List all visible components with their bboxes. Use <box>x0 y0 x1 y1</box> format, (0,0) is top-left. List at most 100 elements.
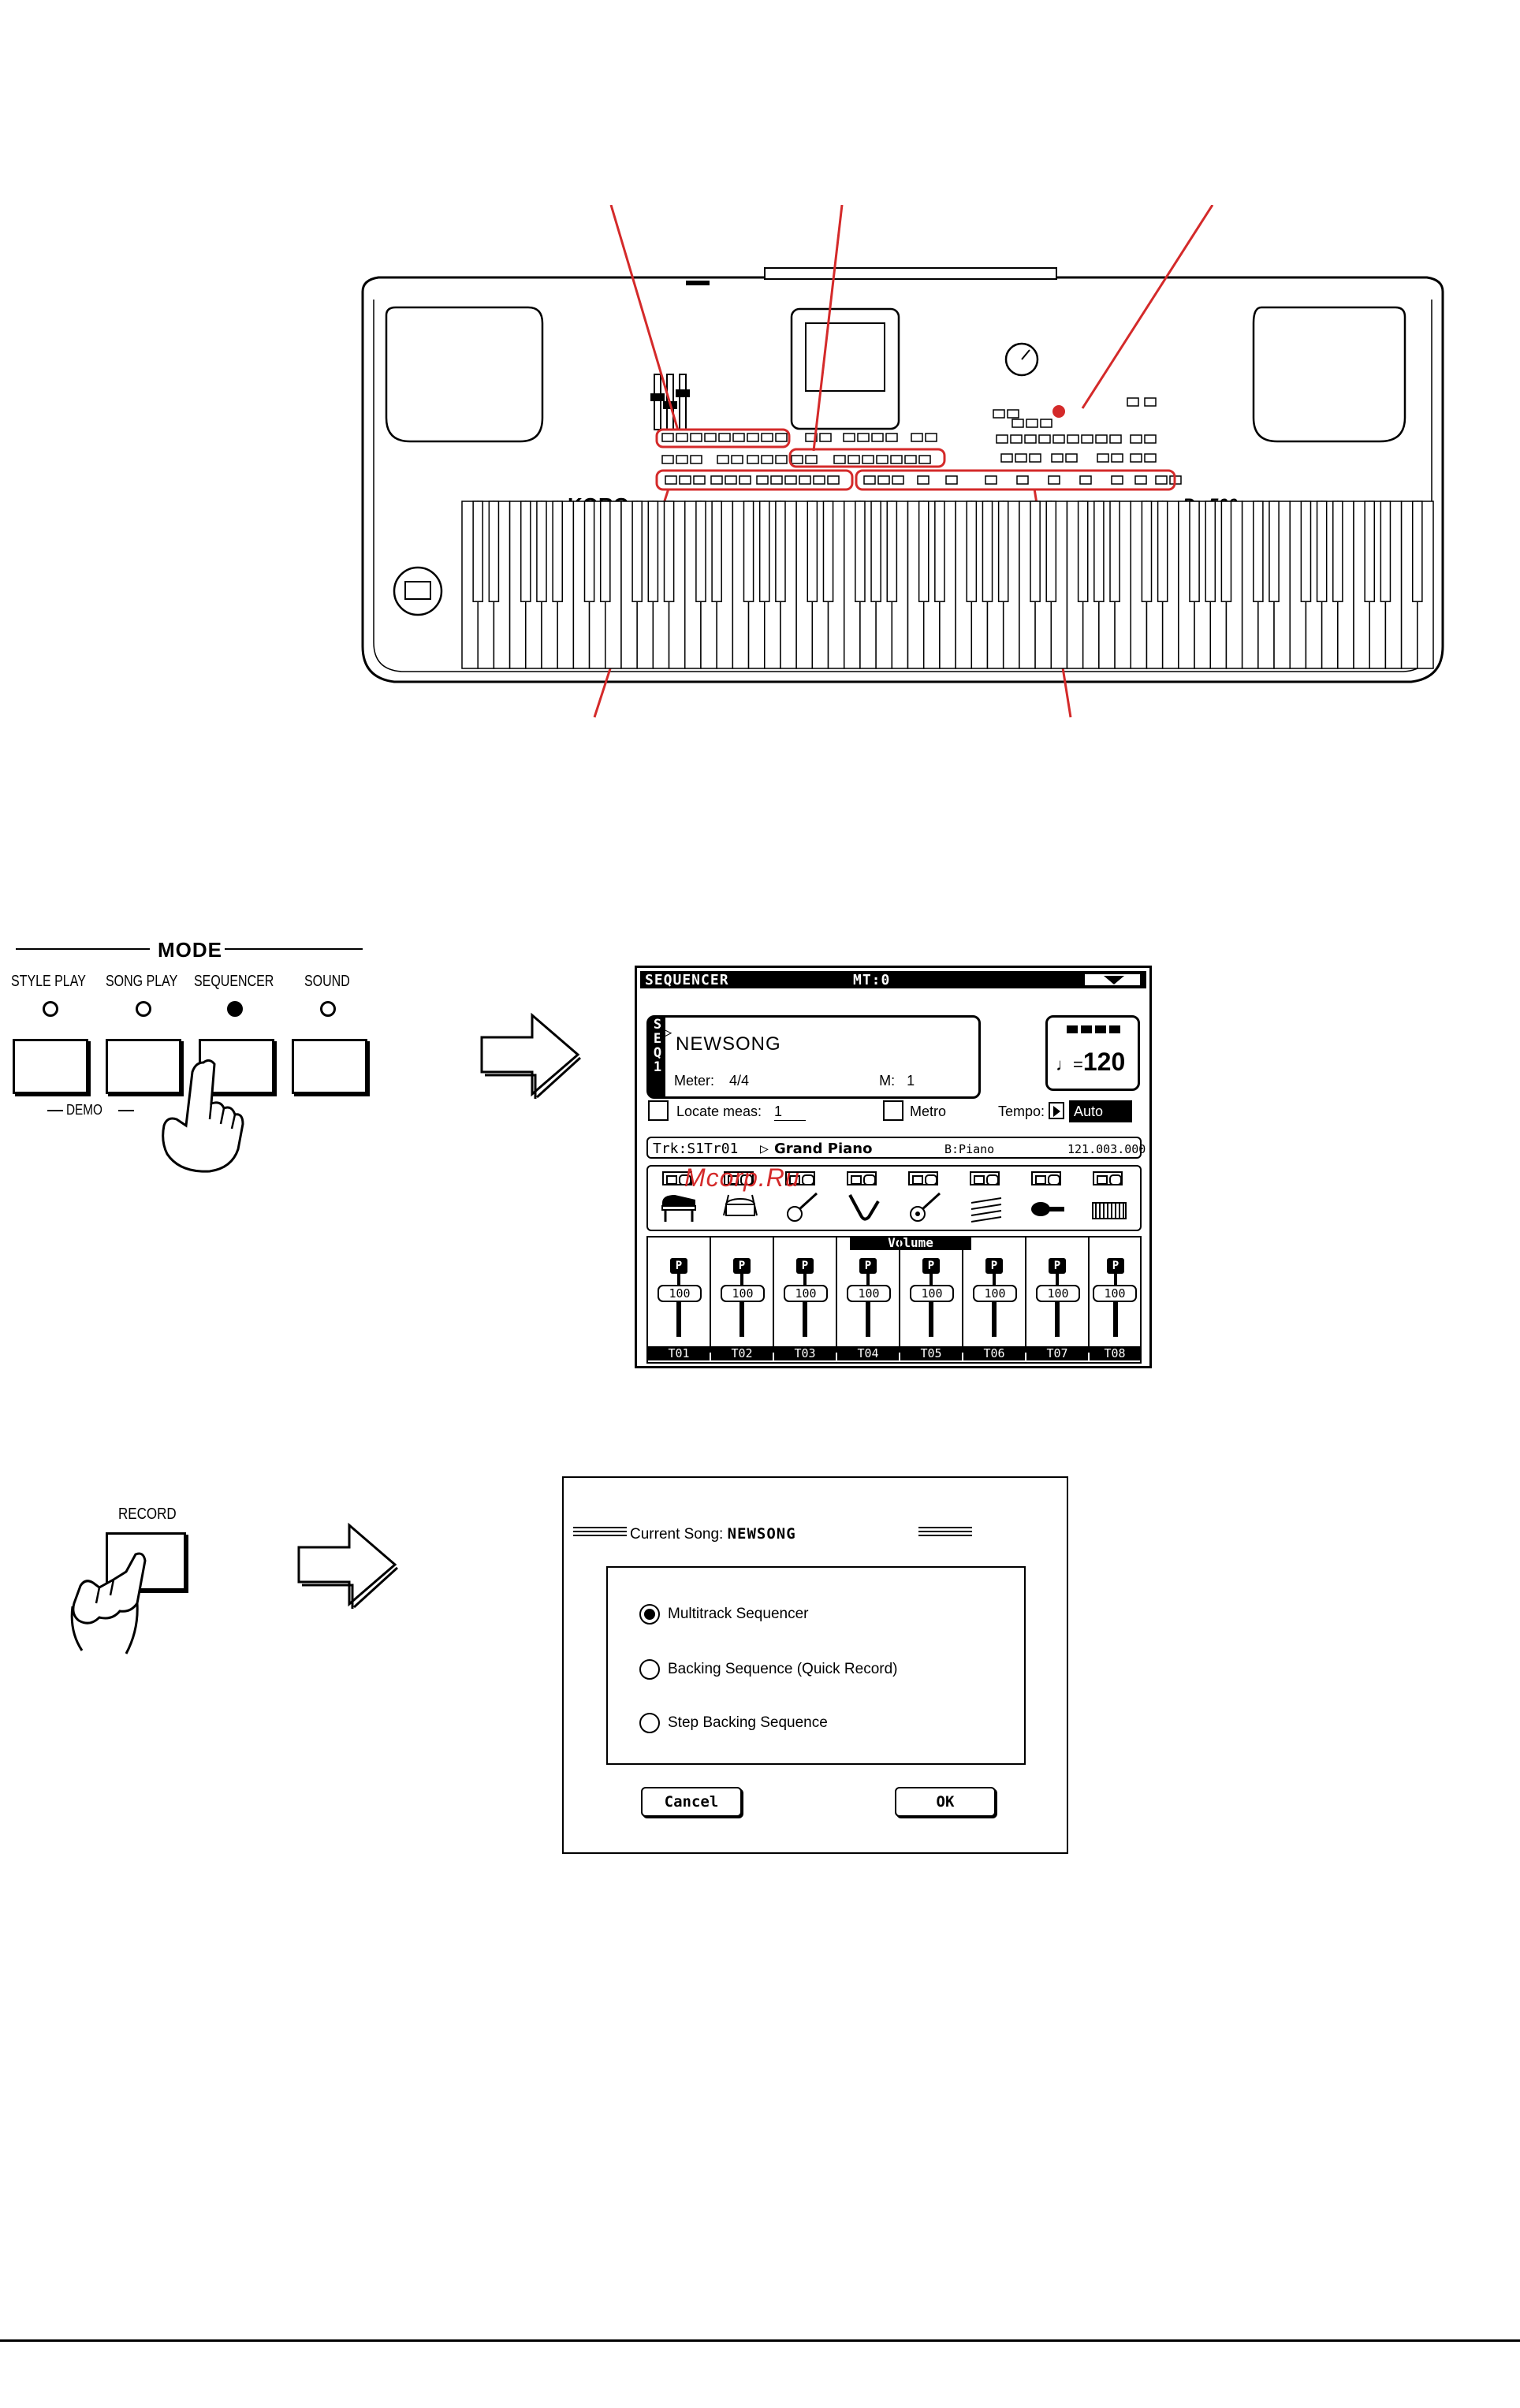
channel-name: T02 <box>711 1346 773 1360</box>
track-8-instrument[interactable] <box>1079 1167 1140 1230</box>
play-status-button[interactable]: P <box>985 1258 1003 1274</box>
channel-name: T04 <box>837 1346 899 1360</box>
tempo-mode-arrow[interactable] <box>1049 1102 1064 1119</box>
track-2-instrument[interactable] <box>710 1167 771 1230</box>
volume-value[interactable]: 100 <box>1093 1285 1137 1302</box>
volume-fader[interactable] <box>676 1302 681 1337</box>
play-status-button[interactable]: P <box>1049 1258 1066 1274</box>
track-id: Trk:S1Tr01 <box>653 1141 739 1157</box>
play-status-button[interactable]: P <box>922 1258 940 1274</box>
demo-rule-right <box>118 1110 134 1111</box>
play-status-button[interactable]: P <box>859 1258 877 1274</box>
black-key <box>1045 501 1057 602</box>
black-key <box>1205 501 1216 602</box>
meter-label: Meter: <box>674 1073 715 1089</box>
page-menu-button[interactable] <box>1083 973 1142 987</box>
volume-value[interactable]: 100 <box>973 1285 1017 1302</box>
metro-checkbox[interactable] <box>883 1100 903 1121</box>
black-key <box>807 501 818 602</box>
ok-button[interactable]: OK <box>895 1787 996 1817</box>
locate-field[interactable]: 1 <box>774 1104 806 1121</box>
volume-value[interactable]: 100 <box>784 1285 828 1302</box>
option-label: Backing Sequence (Quick Record) <box>668 1661 898 1677</box>
volume-value[interactable]: 100 <box>847 1285 891 1302</box>
black-key <box>536 501 547 602</box>
locate-checkbox[interactable] <box>648 1100 669 1121</box>
sound-button[interactable] <box>292 1039 367 1094</box>
volume-fader[interactable] <box>866 1302 870 1337</box>
locate-label: Locate meas: <box>676 1104 762 1119</box>
volume-value[interactable]: 100 <box>658 1285 702 1302</box>
page-bottom-rule <box>0 2339 1520 2342</box>
volume-value[interactable]: 100 <box>1036 1285 1080 1302</box>
volume-fader[interactable] <box>992 1302 997 1337</box>
black-key <box>663 501 675 602</box>
midi-badge-icon <box>724 1171 754 1185</box>
black-key <box>647 501 659 602</box>
radio-button[interactable] <box>639 1713 660 1733</box>
instrument-row <box>646 1165 1142 1231</box>
volume-value[interactable]: 100 <box>910 1285 954 1302</box>
radio-button[interactable] <box>639 1604 660 1625</box>
black-key <box>1077 501 1089 602</box>
lcd-title: SEQUENCER <box>645 972 729 988</box>
midi-badge-icon <box>1093 1171 1123 1185</box>
tempo-box[interactable]: ♩=120 <box>1045 1015 1140 1091</box>
black-key <box>631 501 643 602</box>
tempo-mode-value[interactable]: Auto <box>1069 1100 1132 1122</box>
black-key <box>1364 501 1376 602</box>
track-7-instrument[interactable] <box>1017 1167 1079 1230</box>
black-key <box>711 501 722 602</box>
play-status-button[interactable]: P <box>796 1258 814 1274</box>
black-key <box>822 501 834 602</box>
black-key <box>1157 501 1168 602</box>
volume-fader[interactable] <box>803 1302 807 1337</box>
watermark-text: Mcorp.Ru <box>684 1163 800 1192</box>
hand-pointer-icon <box>162 1059 244 1173</box>
track-6-instrument[interactable] <box>956 1167 1017 1230</box>
black-key <box>599 501 611 602</box>
channel-name: T08 <box>1090 1346 1140 1360</box>
volume-fader[interactable] <box>929 1302 933 1337</box>
radio-button[interactable] <box>639 1659 660 1680</box>
song-name: NEWSONG <box>676 1033 781 1055</box>
volume-fader[interactable] <box>1113 1302 1118 1337</box>
black-key <box>982 501 993 602</box>
option-label: Multitrack Sequencer <box>668 1606 809 1622</box>
play-status-button[interactable]: P <box>670 1258 687 1274</box>
play-status-button[interactable]: P <box>733 1258 751 1274</box>
measure-label: M: <box>879 1073 896 1089</box>
track-4-instrument[interactable] <box>833 1167 894 1230</box>
mode-title: MODE <box>158 938 222 962</box>
black-key <box>1141 501 1153 602</box>
bass-icon <box>1031 1202 1064 1216</box>
black-key <box>758 501 770 602</box>
volume-value[interactable]: 100 <box>721 1285 765 1302</box>
cancel-button[interactable]: Cancel <box>641 1787 742 1817</box>
song-play-button[interactable] <box>106 1039 181 1094</box>
track-1-instrument[interactable] <box>648 1167 710 1230</box>
midi-badge-icon <box>908 1171 938 1185</box>
led-song-play <box>136 1001 151 1017</box>
led-style-play <box>43 1001 58 1017</box>
black-key <box>1093 501 1105 602</box>
black-key <box>870 501 881 602</box>
mode-rule-left <box>16 948 150 950</box>
midi-badge-icon <box>847 1171 877 1185</box>
style-play-button[interactable] <box>13 1039 88 1094</box>
play-status-button[interactable]: P <box>1107 1258 1124 1274</box>
volume-fader[interactable] <box>740 1302 744 1337</box>
channel-name: T01 <box>648 1346 710 1360</box>
channel-name: T05 <box>900 1346 962 1360</box>
mode-label-song-play: SONG PLAY <box>106 973 178 990</box>
track-5-instrument[interactable] <box>894 1167 956 1230</box>
volume-fader[interactable] <box>1055 1302 1060 1337</box>
track-info-bar[interactable]: Trk:S1Tr01 ▷ Grand Piano B:Piano 121.003… <box>646 1137 1146 1159</box>
track-3-instrument[interactable] <box>771 1167 833 1230</box>
song-info-box[interactable]: SEQ1 ▷ NEWSONG Meter: 4/4 M: 1 <box>646 1015 981 1099</box>
channel-name: T07 <box>1026 1346 1088 1360</box>
